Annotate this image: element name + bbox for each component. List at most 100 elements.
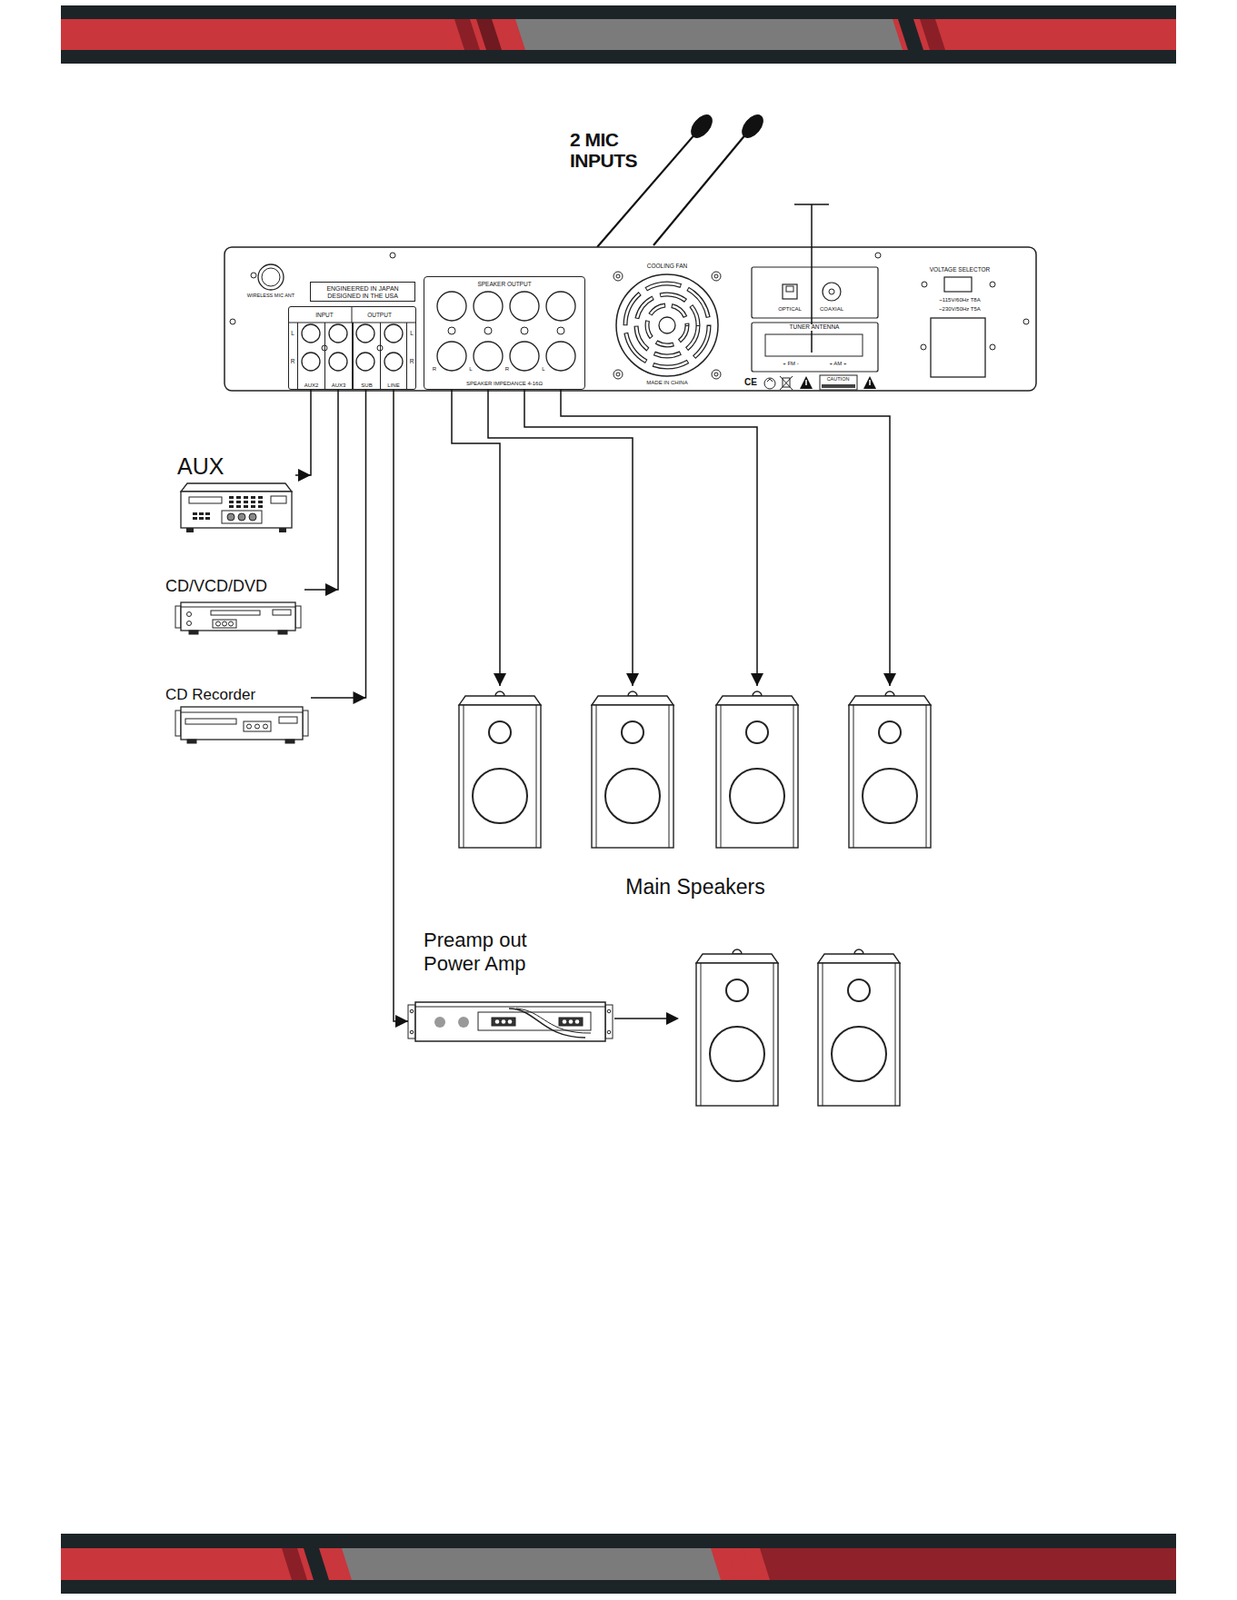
- digital-tuner-section: [751, 267, 878, 372]
- aux-device-drawing: [192, 512, 198, 516]
- rear-speaker-drawings: [696, 949, 779, 1107]
- group-label: OUTPUT: [351, 311, 408, 319]
- main-speaker-drawings: [848, 691, 931, 848]
- compliance-symbols: [779, 376, 793, 390]
- power-amp-drawing: [508, 1019, 513, 1025]
- port-label: COAXIAL: [819, 306, 844, 312]
- compliance-symbols: [868, 379, 871, 386]
- cable-line: [310, 389, 367, 699]
- jack-label: AUX2: [298, 382, 325, 390]
- signal-cable: [310, 389, 367, 705]
- cooling-fan: [714, 274, 719, 279]
- aux-device-drawing: [186, 528, 194, 533]
- power-amp-drawing: [605, 1005, 613, 1039]
- power-amp-drawing: [409, 1030, 414, 1035]
- aux-device-drawing: [229, 505, 234, 509]
- panel-legend: ENGINEERED IN JAPAN DESIGNED IN THE USA: [310, 285, 415, 300]
- digital-tuner-section: [765, 334, 863, 357]
- power-amp-drawing: [607, 1030, 611, 1035]
- rear-panel: [473, 291, 503, 321]
- cable-line: [524, 389, 758, 687]
- microphones: [737, 110, 768, 143]
- header-banner: [454, 19, 480, 50]
- jack-column: AUX2: [297, 322, 325, 390]
- cable-line: [295, 389, 311, 476]
- cd-recorder-drawing: [285, 739, 295, 744]
- cd-recorder-drawing: [175, 707, 309, 744]
- header-banner: [919, 19, 946, 50]
- rear-panel: [437, 291, 467, 321]
- source-device: AUX: [177, 454, 296, 537]
- dvd-player-drawing: [216, 621, 221, 627]
- cd-recorder-drawing: [263, 724, 269, 729]
- jack-panel: INPUTOUTPUTAUX2AUX3SUBLINE: [288, 306, 417, 390]
- rear-speaker-drawings: [696, 949, 900, 1107]
- cd-recorder-drawing: [279, 717, 298, 724]
- compliance-symbols: [805, 379, 808, 386]
- dvd-player-drawing: [212, 619, 237, 629]
- power-amp-drawing: [516, 1008, 591, 1034]
- cooling-fan: [658, 317, 676, 334]
- aux-device-drawing: [221, 510, 262, 524]
- part-label: VOLTAGE SELECTOR: [929, 267, 990, 274]
- rear-panel: [448, 327, 456, 335]
- power-amp-drawing: [409, 1009, 414, 1014]
- microphones: [653, 132, 748, 246]
- main-speaker-drawings: [591, 691, 674, 848]
- cd-recorder-drawing: [187, 739, 197, 744]
- dvd-player-drawing: [295, 606, 301, 629]
- power-section: [989, 344, 996, 350]
- main-speaker-drawings: [458, 691, 541, 848]
- power-amp-drawing: [458, 1017, 469, 1028]
- aux-device-drawing: [205, 517, 210, 520]
- rear-panel: [258, 264, 284, 290]
- compliance-symbols: [764, 375, 877, 390]
- amp-to-speaker-arrow: [614, 1017, 668, 1020]
- device-label: AUX: [177, 454, 224, 480]
- power-section: [921, 281, 928, 288]
- cooling-fan: [613, 271, 623, 281]
- dvd-player-drawing: [187, 621, 192, 627]
- power-amp-drawing: [558, 1017, 583, 1027]
- group-caption: Main Speakers: [449, 876, 941, 899]
- aux-device-drawing: [186, 496, 287, 533]
- aux-device-drawing: [236, 500, 241, 504]
- rear-panel: [546, 291, 576, 321]
- dvd-player-drawing: [187, 612, 192, 618]
- main-speaker-drawings: [716, 691, 799, 848]
- cable-line: [451, 389, 500, 687]
- microphones: [686, 110, 717, 143]
- dvd-player-drawing: [189, 630, 199, 635]
- aux-device-drawing: [258, 505, 263, 509]
- channel-letter: L: [290, 330, 295, 338]
- jack-column: LINE: [379, 322, 408, 390]
- power-amp: Preamp out Power Amp: [408, 928, 615, 1044]
- digital-tuner-section: [751, 267, 878, 319]
- device-label: CD Recorder: [165, 687, 256, 705]
- compliance-symbols: [767, 379, 773, 382]
- warning-label: CAUTION: [827, 377, 850, 383]
- header-banner: [60, 5, 1177, 64]
- aux-device-drawing: [236, 505, 241, 509]
- speaker-group: Main Speakers: [449, 686, 941, 905]
- header-banner: [476, 19, 502, 50]
- rear-speaker-drawings: [818, 949, 900, 1107]
- cd-recorder-drawing: [180, 712, 303, 714]
- rear-panel: [1023, 319, 1029, 325]
- cooling-fan: [647, 305, 688, 346]
- aux-device-drawing: [238, 513, 246, 521]
- port-label: TUNER ANTENNA: [788, 324, 842, 331]
- cd-recorder-drawing: [255, 724, 260, 729]
- dvd-player-drawing: [229, 621, 234, 627]
- signal-cable: [295, 389, 311, 482]
- dvd-player-drawing: [180, 607, 296, 609]
- compliance-symbols: [821, 384, 856, 389]
- antenna: [810, 204, 813, 353]
- dvd-player-drawing: [180, 602, 296, 631]
- aux-device-drawing: [250, 500, 256, 504]
- aux-device-drawing: [180, 483, 292, 533]
- signal-cable: [488, 389, 633, 687]
- cd-recorder-drawing: [243, 721, 271, 732]
- rating-note: ~115V/60Hz T8A: [938, 297, 980, 303]
- rear-panel: [509, 291, 539, 321]
